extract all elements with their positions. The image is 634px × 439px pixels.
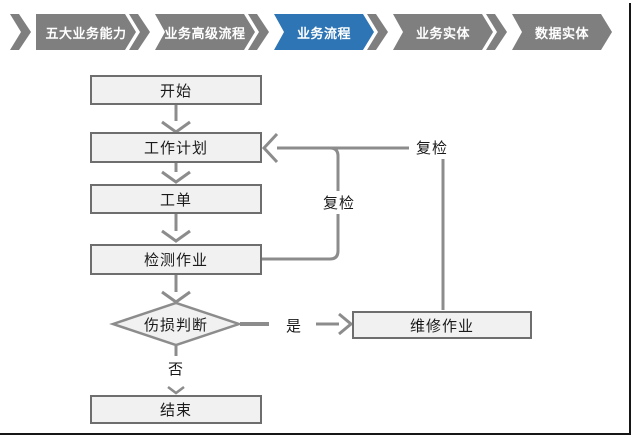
edge-label-yes: 是: [285, 317, 302, 335]
node-repair: 维修作业: [352, 311, 532, 339]
edge-label-recheck-inner: 复检: [316, 191, 362, 214]
frame-bottom-border: [0, 433, 631, 435]
edge-recheck-outer: [277, 146, 445, 310]
edge-label-recheck-outer: 复检: [409, 136, 455, 159]
nav-item-five-capabilities[interactable]: 五大业务能力: [36, 14, 136, 50]
arrowhead-down-small-icon: [167, 386, 185, 395]
arrowhead-down-icon: [161, 229, 191, 243]
arrowhead-right-icon: [338, 312, 354, 336]
node-start: 开始: [90, 75, 262, 105]
node-end: 结束: [90, 395, 262, 424]
nav-item-business-process[interactable]: 业务流程: [274, 14, 374, 50]
frame-right-border: [629, 3, 631, 435]
arrowhead-down-icon: [161, 290, 191, 304]
decision-diamond: [109, 301, 243, 347]
node-damage-judgment-label: 伤损判断: [143, 316, 208, 334]
arrowhead-down-icon: [161, 170, 191, 184]
node-work-order: 工单: [90, 184, 262, 214]
edge-label-no: 否: [167, 360, 184, 378]
nav-item-business-entity[interactable]: 业务实体: [393, 14, 493, 50]
node-work-plan: 工作计划: [90, 132, 262, 163]
arrowhead-left-icon: [261, 132, 279, 164]
arrowhead-down-icon: [161, 120, 191, 134]
nav-item-high-level-process[interactable]: 业务高级流程: [155, 14, 255, 50]
nav-item-data-entity[interactable]: 数据实体: [512, 14, 612, 50]
process-nav: 五大业务能力 业务高级流程 业务流程 业务实体 数据实体: [10, 14, 612, 50]
node-inspection: 检测作业: [90, 244, 262, 275]
